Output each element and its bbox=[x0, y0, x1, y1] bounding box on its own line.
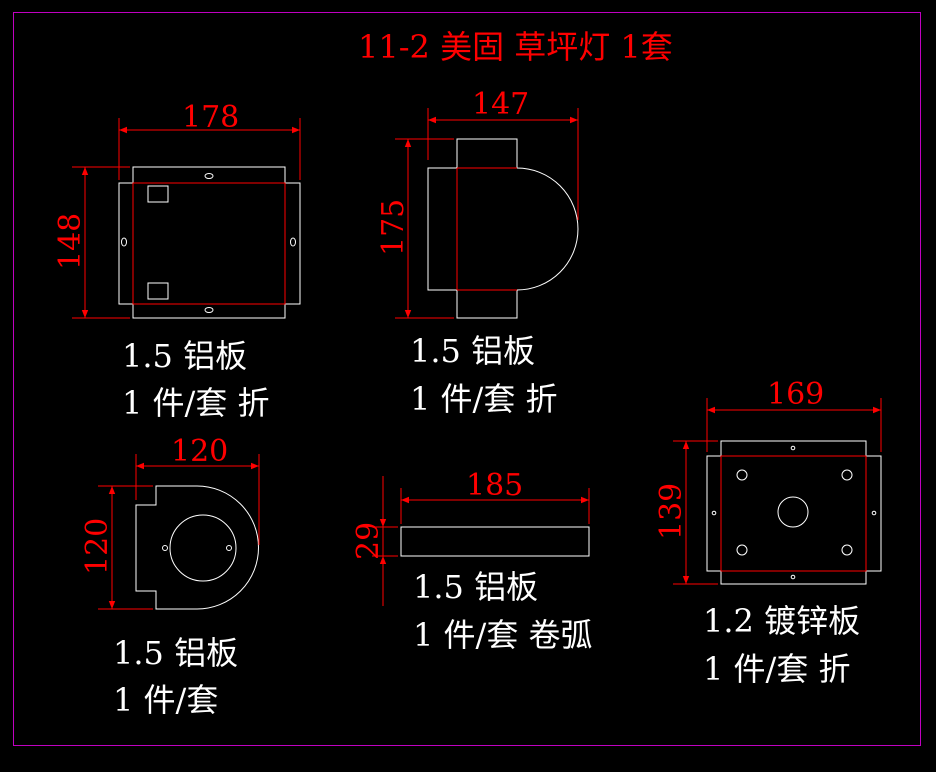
part-3-center-hole bbox=[169, 514, 237, 582]
part-5-corner-hole bbox=[841, 544, 853, 556]
part-3-material-label: 1.5 铝板 bbox=[113, 634, 238, 672]
part-3-dimension-width bbox=[135, 454, 260, 545]
drawing-frame bbox=[13, 12, 921, 746]
part-5-corner-hole bbox=[736, 469, 748, 481]
part-3-mount-hole bbox=[162, 545, 168, 551]
part-1-hole bbox=[121, 237, 127, 247]
part-4-height-label: 29 bbox=[351, 522, 386, 560]
part-1-outline bbox=[118, 166, 301, 319]
part-4-dimension-width bbox=[400, 488, 590, 524]
part-3-mount-hole bbox=[226, 545, 232, 551]
part-2-quantity-label: 1 件/套 折 bbox=[410, 380, 558, 418]
part-1-window-top bbox=[147, 185, 169, 203]
part-5-edge-hole bbox=[711, 510, 717, 516]
part-1-material-label: 1.5 铝板 bbox=[122, 337, 247, 375]
part-4-material-label: 1.5 铝板 bbox=[413, 568, 538, 606]
part-1-dimension-height bbox=[72, 166, 130, 319]
part-4: 185 29 1.5 铝板 1 件/套 卷弧 bbox=[351, 468, 593, 654]
part-4-outline bbox=[400, 526, 590, 557]
part-5-corner-hole bbox=[736, 544, 748, 556]
part-5-edge-hole bbox=[790, 445, 796, 451]
part-1-fold-lines bbox=[132, 182, 286, 305]
part-3-quantity-label: 1 件/套 bbox=[113, 681, 218, 719]
part-4-dimension-height bbox=[372, 476, 398, 606]
part-1-dimension-width bbox=[118, 118, 301, 180]
part-5-material-label: 1.2 镀锌板 bbox=[703, 602, 860, 640]
part-4-width-label: 185 bbox=[466, 468, 523, 503]
part-1-width-label: 178 bbox=[182, 100, 239, 135]
part-1-quantity-label: 1 件/套 折 bbox=[122, 384, 270, 422]
part-3: 120 120 1.5 铝板 1 件/套 bbox=[80, 434, 260, 719]
part-1: 178 148 1.5 铝板 1 件/套 折 bbox=[53, 100, 301, 422]
part-2-outline bbox=[427, 138, 579, 319]
part-2-dimension-height bbox=[395, 138, 454, 319]
part-1-hole bbox=[204, 173, 214, 179]
part-5-edge-hole bbox=[871, 510, 877, 516]
part-1-hole bbox=[290, 237, 296, 247]
part-5-dimension-height bbox=[673, 440, 718, 585]
part-3-outline bbox=[135, 485, 259, 610]
part-1-height-label: 148 bbox=[53, 213, 88, 270]
part-5-quantity-label: 1 件/套 折 bbox=[703, 650, 851, 688]
part-1-window-bottom bbox=[147, 282, 169, 300]
part-2: 147 175 1.5 铝板 1 件/套 折 bbox=[376, 87, 579, 418]
part-3-height-label: 120 bbox=[80, 518, 115, 575]
part-2-height-label: 175 bbox=[376, 199, 411, 256]
part-2-material-label: 1.5 铝板 bbox=[410, 332, 535, 370]
part-5-dimension-width bbox=[706, 398, 882, 452]
part-5-edge-hole bbox=[790, 574, 796, 580]
part-5-fold-lines bbox=[720, 455, 867, 572]
part-2-fold-lines bbox=[456, 167, 517, 291]
part-2-width-label: 147 bbox=[472, 87, 529, 122]
part-3-width-label: 120 bbox=[171, 434, 228, 469]
part-5-center-hole bbox=[777, 496, 809, 528]
drawing-title: 11-2 美固 草坪灯 1套 bbox=[358, 28, 673, 66]
part-4-quantity-label: 1 件/套 卷弧 bbox=[413, 616, 593, 654]
part-3-dimension-height bbox=[98, 485, 153, 610]
part-5-width-label: 169 bbox=[767, 377, 824, 412]
part-2-dimension-width bbox=[427, 108, 579, 220]
part-5-height-label: 139 bbox=[654, 483, 689, 540]
part-1-hole bbox=[204, 307, 214, 313]
part-5-corner-hole bbox=[841, 469, 853, 481]
part-5: 169 139 1.2 镀锌板 1 件/套 折 bbox=[654, 377, 882, 688]
part-5-outline bbox=[706, 440, 882, 585]
